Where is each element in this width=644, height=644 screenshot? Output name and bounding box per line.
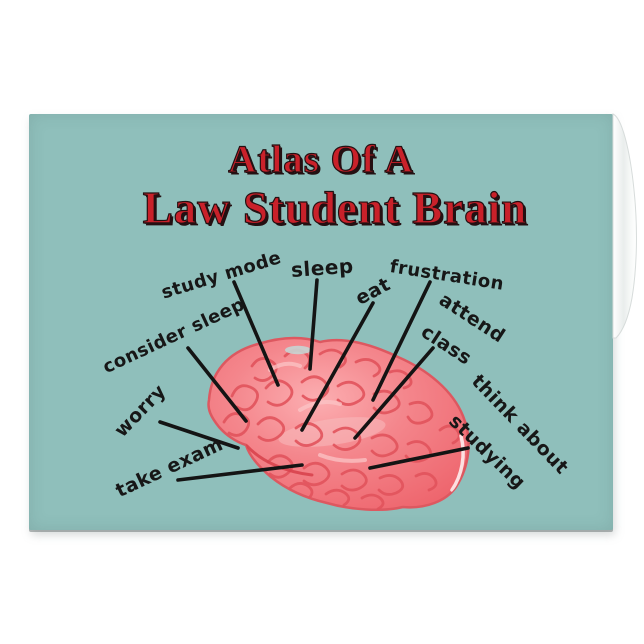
card-title-line2: Law Student Brain	[142, 182, 528, 233]
leader-line-attend-class	[353, 346, 435, 440]
card-back-page-edge	[612, 113, 637, 339]
leader-line-studying	[368, 446, 470, 470]
leader-line-frustration	[371, 280, 432, 402]
top-sheen	[285, 345, 311, 355]
label-sleep: sleep	[290, 253, 355, 282]
leader-line-eat	[300, 301, 375, 432]
right-sheen	[450, 434, 465, 492]
temporal-fissure	[245, 444, 314, 477]
leader-line-take-exam	[176, 463, 304, 482]
leader-line-study-mode	[232, 280, 280, 387]
leader-line-worry	[158, 420, 240, 450]
leader-lines	[158, 278, 470, 482]
leader-line-sleep	[308, 278, 319, 371]
leader-line-consider-sleep	[186, 346, 248, 423]
card-title-line1: Atlas Of A	[228, 137, 414, 181]
